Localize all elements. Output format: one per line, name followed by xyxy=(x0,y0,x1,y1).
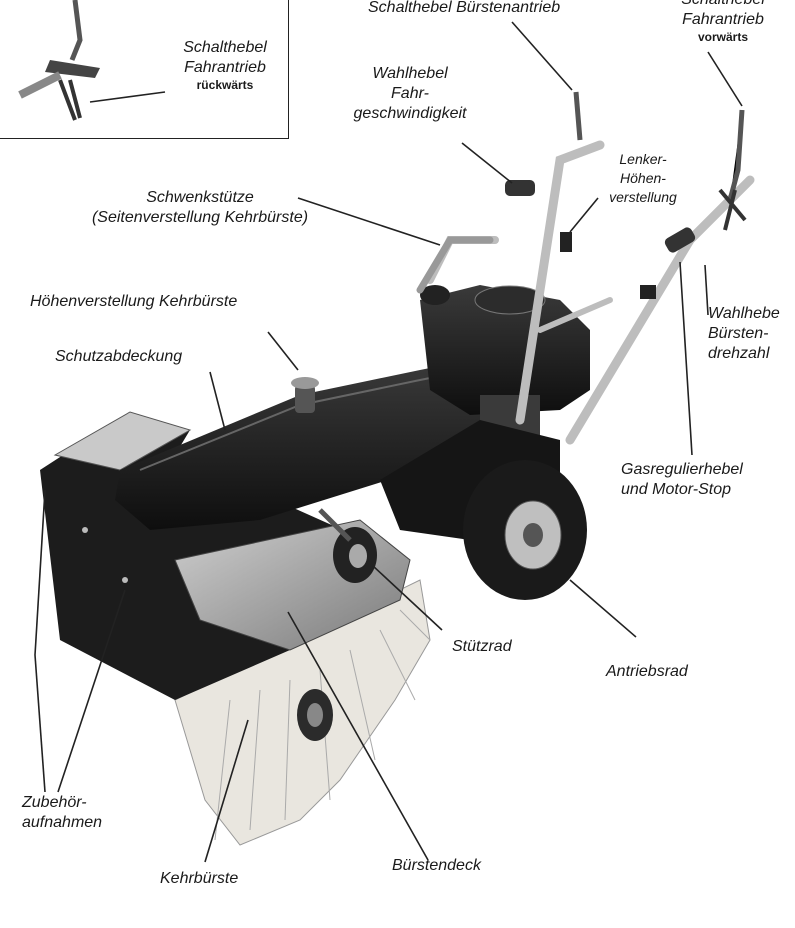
label-line: und Motor-Stop xyxy=(621,481,731,498)
leader-zubehoer-1 xyxy=(34,654,46,793)
inset-lever-drawing xyxy=(18,0,100,121)
label-hoehenverstellung-kehrbuerste: Höhenverstellung Kehrbürste xyxy=(30,293,238,310)
label-line: Gasregulierhebel xyxy=(621,461,743,478)
leader-lines xyxy=(34,21,743,863)
leader-wahlhebel-buerste xyxy=(704,264,709,316)
label-line: Schwenkstütze xyxy=(146,189,254,206)
label-lenker-hoehenverstellung: Lenker- Höhen- verstellung xyxy=(588,150,698,207)
label-stuetzrad: Stützrad xyxy=(452,638,512,655)
label-line: Höhen- xyxy=(620,170,666,186)
label-line-bold: vorwärts xyxy=(697,30,749,44)
label-line: Zubehör- xyxy=(22,794,87,811)
label-schalthebel-rueckwaerts: Schalthebel Fahrantrieb rückwärts xyxy=(150,38,300,93)
leader-vorwaerts xyxy=(707,51,743,107)
leader-kehrbuerste xyxy=(204,719,249,863)
support-wheel-drawing xyxy=(318,508,377,583)
label-line: Fahrantrieb xyxy=(682,11,764,28)
leader-stuetzrad xyxy=(371,564,443,631)
leader-rueckwaerts xyxy=(89,91,166,103)
leader-buerstendeck xyxy=(287,611,429,861)
label-schwenkstuetze: Schwenkstütze (Seitenverstellung Kehrbür… xyxy=(75,188,325,228)
label-wahlhebel-fahrgeschwindigkeit: Wahlhebel Fahr- geschwindigkeit xyxy=(340,64,480,124)
label-line: Bürsten- xyxy=(708,325,769,342)
swivel-support-drawing xyxy=(416,236,494,294)
label-zubehoeraufnahmen: Zubehör- aufnahmen xyxy=(22,793,102,833)
leader-zubehoer-2 xyxy=(57,589,126,793)
label-line: Wahlhebel xyxy=(372,65,448,82)
label-gasregulierhebel: Gasregulierhebel und Motor-Stop xyxy=(621,460,743,500)
label-line: Fahrantrieb xyxy=(184,59,266,76)
label-line: Schalthebel xyxy=(183,39,267,56)
label-line: Lenker- xyxy=(619,151,667,167)
label-line: drehzahl xyxy=(708,345,770,362)
engine-drawing xyxy=(420,285,590,435)
label-line: Fahr- xyxy=(391,85,429,102)
leader-schutzabdeckung xyxy=(209,371,226,431)
label-schutzabdeckung: Schutzabdeckung xyxy=(55,348,183,365)
leader-schwenkstuetze xyxy=(297,197,441,246)
lever-drawing xyxy=(505,91,747,299)
label-line: (Seitenverstellung Kehrbürste) xyxy=(91,209,309,226)
label-line-bold: rückwärts xyxy=(196,78,254,92)
leader-antriebsrad xyxy=(569,579,637,638)
label-kehrbuerste: Kehrbürste xyxy=(160,870,239,887)
label-line: verstellung xyxy=(609,189,677,205)
label-line: aufnahmen xyxy=(22,814,103,831)
leader-buerstenantrieb xyxy=(511,21,573,91)
label-line: Schalthebel xyxy=(648,0,795,10)
leader-lenker xyxy=(569,197,599,233)
label-buerstendeck: Bürstendeck xyxy=(392,857,481,874)
inset-frame xyxy=(0,0,289,139)
drive-wheel-drawing xyxy=(463,460,587,600)
label-line: geschwindigkeit xyxy=(353,105,467,122)
label-schalthebel-vorwaerts: Schalthebel Fahrantrieb vorwärts xyxy=(648,0,795,45)
label-wahlhebel-buerstendrehzahl: Wahlhebe Bürsten- drehzahl xyxy=(708,304,780,364)
label-line: Wahlhebe xyxy=(708,305,780,322)
leader-hoehenverstellung xyxy=(267,331,299,371)
label-antriebsrad: Antriebsrad xyxy=(606,663,688,680)
leader-gasregulier xyxy=(679,261,693,456)
leader-fahrgeschwindigkeit xyxy=(461,142,513,184)
sweep-brush-drawing xyxy=(174,579,431,846)
label-schalthebel-buerstenantrieb: Schalthebel Bürstenantrieb xyxy=(368,0,561,16)
